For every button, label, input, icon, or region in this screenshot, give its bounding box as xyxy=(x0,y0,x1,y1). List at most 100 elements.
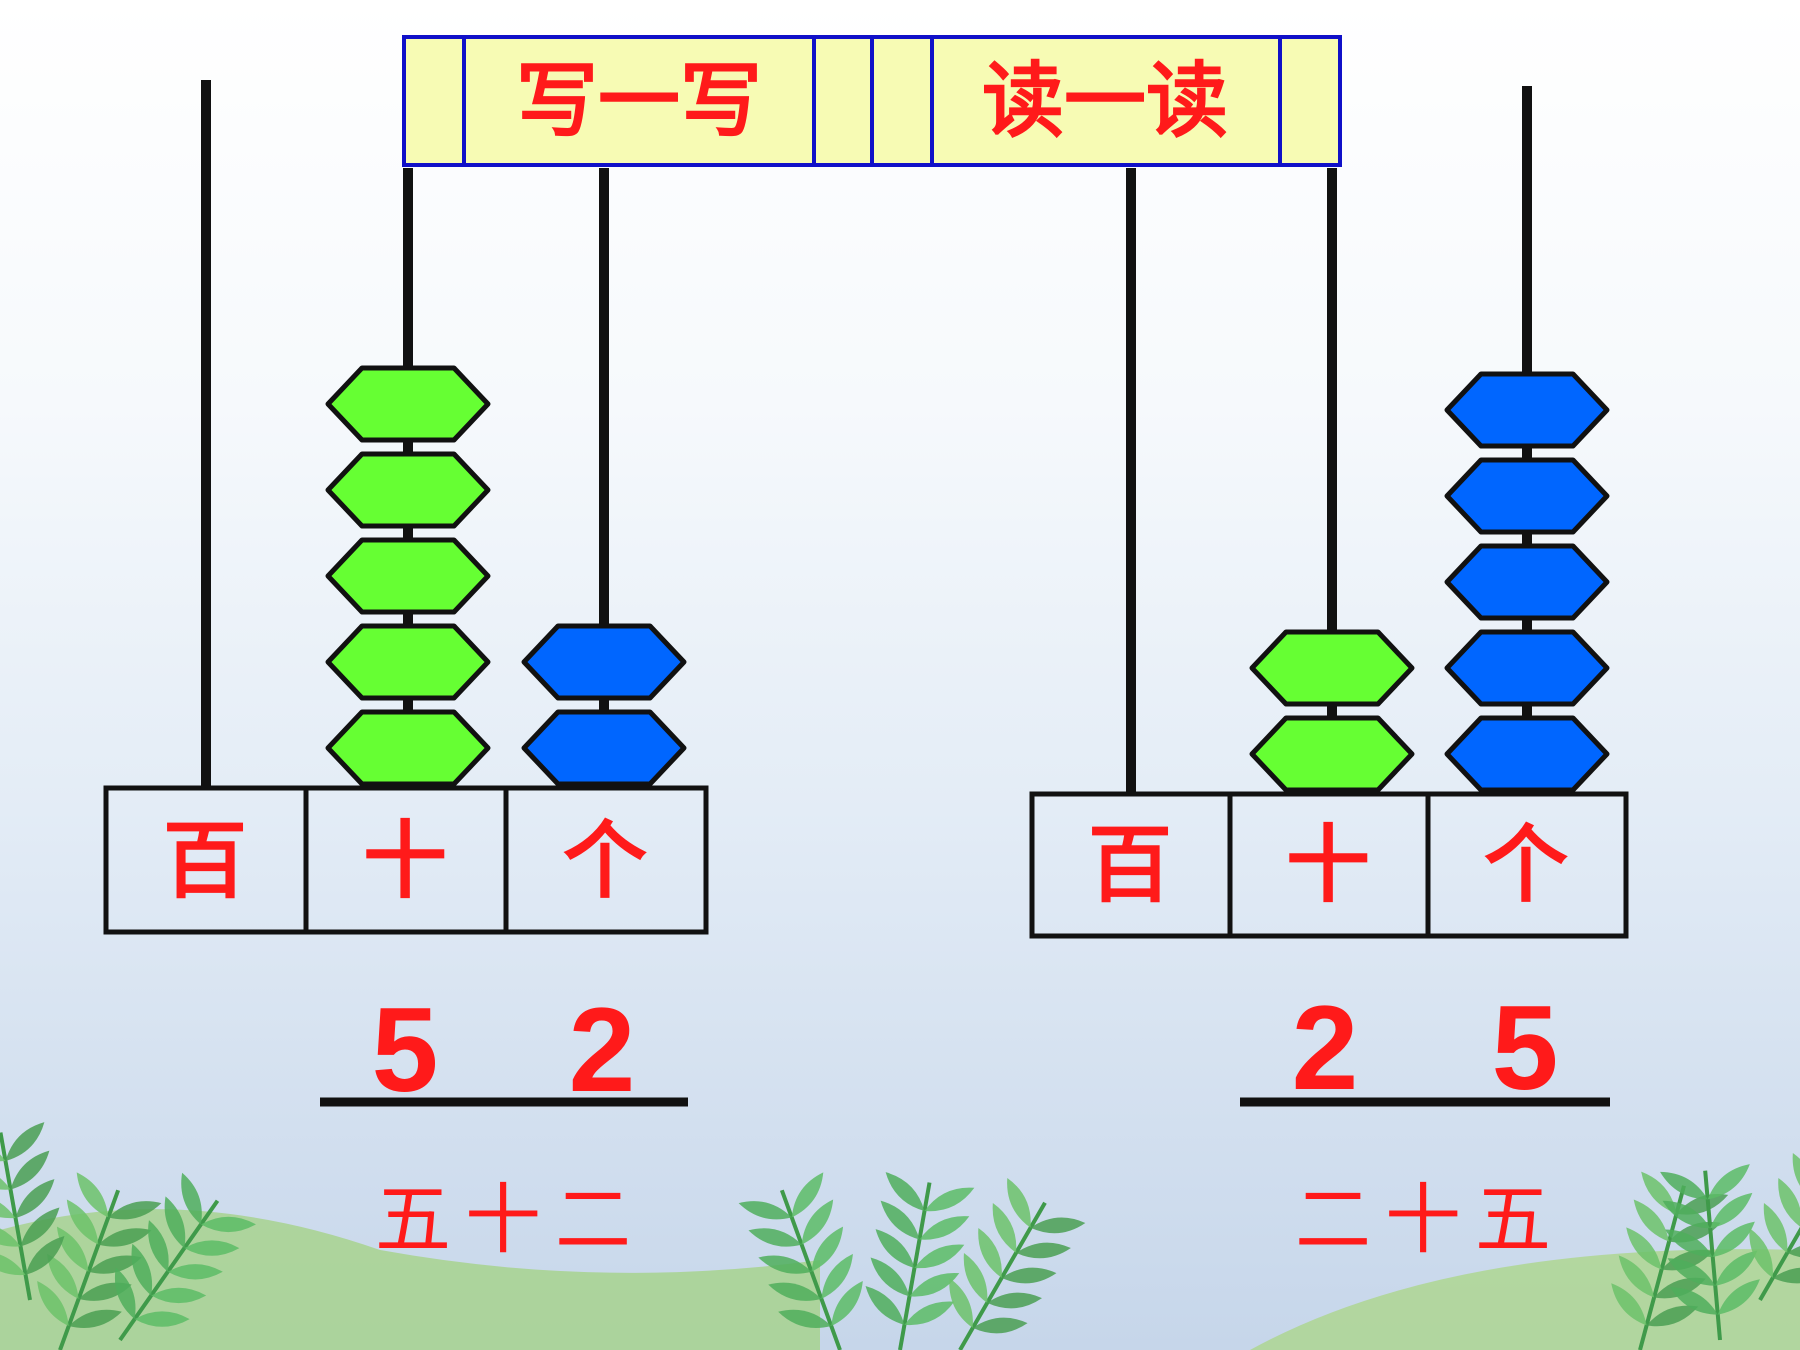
bead xyxy=(1444,629,1610,707)
abacus-beads xyxy=(325,365,1610,793)
bead xyxy=(1444,543,1610,621)
leaf-shape xyxy=(47,1253,79,1299)
leaf-shape xyxy=(108,1201,162,1220)
abacus-base xyxy=(103,785,709,935)
leaf-shape xyxy=(114,1267,136,1320)
stem-line xyxy=(58,1189,121,1350)
leaf-shape xyxy=(870,1257,910,1297)
leaf-shape xyxy=(0,1254,26,1276)
leaf-shape xyxy=(200,1216,256,1233)
leaf-shape xyxy=(949,1278,973,1328)
write-label: 写一写 xyxy=(515,54,762,149)
leaf-shape xyxy=(134,1311,190,1327)
stem-line xyxy=(118,1199,220,1342)
leaf-shape xyxy=(801,1199,834,1245)
right-reading: 二十五 xyxy=(1295,1175,1565,1264)
stem-line xyxy=(0,1132,32,1301)
leaf-shape xyxy=(1660,1171,1708,1200)
leaf-shape xyxy=(1618,1255,1655,1298)
leaf-shape xyxy=(0,1228,21,1247)
left-tens-digit: 5 xyxy=(371,983,439,1117)
leaf-shape xyxy=(1717,1279,1760,1315)
stem-line xyxy=(1703,1170,1722,1341)
leaf-shape xyxy=(56,1226,89,1272)
leaf-shape xyxy=(821,1253,853,1299)
bead xyxy=(325,623,491,701)
leaf-shape xyxy=(1662,1200,1711,1229)
abacus-bases xyxy=(103,785,1629,939)
leaf-shape xyxy=(1016,1242,1071,1259)
leaf-shape xyxy=(791,1172,824,1218)
leaf-shape xyxy=(151,1287,207,1304)
right-hundreds-label: 百 xyxy=(1087,816,1172,914)
leaf-shape xyxy=(880,1200,920,1240)
leaf-shape xyxy=(15,1179,55,1218)
bead xyxy=(1444,457,1610,535)
left-ones-label: 个 xyxy=(562,812,647,910)
bead xyxy=(521,709,687,787)
leaf-shape xyxy=(909,1272,960,1297)
leaf-shape xyxy=(76,1172,109,1218)
leaf-shape xyxy=(748,1228,802,1247)
leaf-shape xyxy=(904,1301,955,1326)
bead xyxy=(1444,715,1610,793)
read-label: 读一读 xyxy=(981,54,1228,149)
leaf-shape xyxy=(1763,1203,1788,1253)
right-ones-digit: 5 xyxy=(1491,981,1559,1115)
leaf-shape xyxy=(5,1122,45,1162)
leaf-shape xyxy=(167,1264,223,1280)
leaf-shape xyxy=(1007,1177,1031,1228)
leaf-shape xyxy=(184,1240,240,1256)
bead xyxy=(1249,715,1415,793)
leaf-shape xyxy=(0,1202,16,1219)
leaf-shape xyxy=(1611,1283,1647,1326)
left-ones-digit: 2 xyxy=(568,983,636,1117)
leaf-shape xyxy=(963,1253,988,1303)
leaf-shape xyxy=(1626,1227,1662,1270)
bead xyxy=(325,451,491,529)
leaf-shape xyxy=(181,1172,202,1225)
leaf-shape xyxy=(778,1309,832,1329)
left-hundreds-label: 百 xyxy=(162,812,247,910)
leaf-shape xyxy=(148,1220,169,1272)
leaf-shape xyxy=(98,1228,152,1247)
leaf-shape xyxy=(885,1172,925,1212)
leaf-shape xyxy=(0,1154,6,1162)
left-reading: 五十二 xyxy=(375,1175,645,1264)
leaf-shape xyxy=(1670,1287,1718,1315)
leaf-shape xyxy=(875,1229,915,1268)
leaf-shape xyxy=(924,1187,975,1212)
stem-line xyxy=(958,1201,1047,1350)
leaf-shape xyxy=(738,1201,792,1220)
leaf-shape xyxy=(25,1235,65,1275)
bead xyxy=(521,623,687,701)
bead xyxy=(325,709,491,787)
leaf-shape xyxy=(1707,1164,1750,1200)
leaf-shape xyxy=(131,1243,153,1296)
leaf-shape xyxy=(987,1292,1042,1309)
leaf-shape xyxy=(972,1317,1028,1334)
leaf-shape xyxy=(1792,1152,1800,1186)
leaf-shape xyxy=(68,1309,122,1329)
leaf-shape xyxy=(865,1285,905,1325)
title-bar xyxy=(402,35,1342,167)
leaf-shape xyxy=(10,1150,50,1190)
leaf-shape xyxy=(992,1202,1017,1253)
abacus-base xyxy=(1029,791,1629,939)
stem-line xyxy=(898,1182,932,1350)
leaf-shape xyxy=(1710,1192,1753,1229)
leaf-shape xyxy=(1646,1305,1699,1327)
stem-line xyxy=(779,1189,842,1350)
leaf-shape xyxy=(20,1207,60,1247)
leaf-shape xyxy=(758,1255,812,1274)
leaf-shape xyxy=(1749,1228,1773,1278)
leaf-shape xyxy=(37,1280,69,1327)
leaf-shape xyxy=(919,1216,970,1240)
leaf-shape xyxy=(768,1282,822,1301)
right-ones-label: 个 xyxy=(1483,816,1568,914)
leaf-shape xyxy=(0,1178,11,1190)
leaf-shape xyxy=(1712,1221,1755,1258)
leaf-shape xyxy=(1001,1267,1057,1284)
leaf-shape xyxy=(1778,1178,1800,1227)
